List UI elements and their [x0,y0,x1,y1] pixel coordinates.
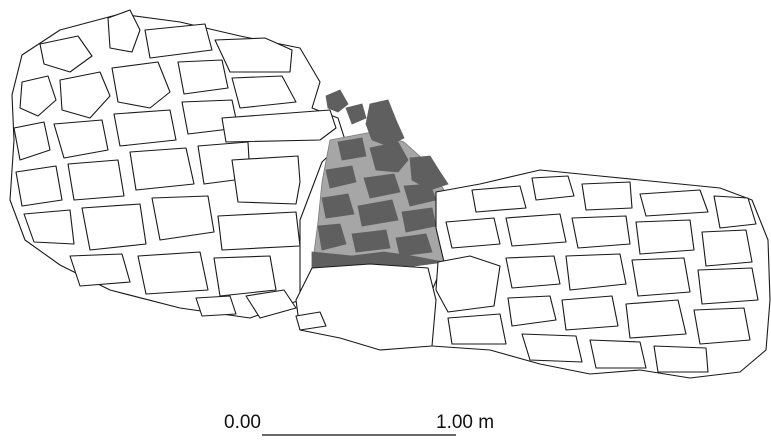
dark-stone [345,103,367,125]
stone [565,253,627,291]
stone [221,109,337,143]
stone [195,295,237,317]
stone [639,189,709,217]
stone [67,159,125,201]
stone [113,109,177,147]
dark-stones [311,89,449,269]
stone [144,23,213,59]
stone [447,313,507,345]
stone [635,219,695,255]
lower-block [295,263,437,351]
dark-stone [369,141,409,173]
stone [137,251,209,295]
dark-stone [363,173,401,199]
stone [129,147,195,191]
dark-stone [365,99,405,147]
stone [625,299,687,339]
stone [571,215,631,249]
stone [81,203,147,251]
stone [69,253,131,287]
stone [111,61,171,109]
scale-end-label: 1.00 m [436,412,494,433]
dark-stone [351,229,391,253]
stone [39,35,93,73]
stone [23,209,75,245]
stone [435,255,501,313]
dark-stone [321,193,355,219]
stone [19,75,57,117]
stone [217,211,301,251]
stone [245,289,297,319]
dark-stone [317,223,347,251]
shaded-infill [311,89,449,269]
foundation-stone [295,263,437,351]
dark-stone [395,233,433,257]
stone [531,175,575,201]
stone [295,311,327,331]
stone [653,345,709,373]
dark-stone [337,137,367,161]
stone [445,217,501,249]
stone [697,267,759,305]
stone [13,121,51,161]
stone [214,37,293,73]
scale-bar: 0.00 1.00 m [224,412,494,436]
dark-stone [357,199,399,227]
dark-stone [325,165,357,189]
left-masonry [9,9,346,319]
stone [213,255,277,297]
dark-stone [325,89,349,113]
stone [15,165,63,207]
stone [471,185,527,213]
right-masonry [427,169,771,379]
stone [589,339,647,369]
stone [151,195,215,241]
stone [53,119,109,159]
stone [701,229,753,267]
scale-start-label: 0.00 [224,412,261,433]
stone [177,59,229,95]
dark-stone [409,155,449,191]
stone [693,307,751,345]
stone [631,257,691,297]
stone [231,155,301,205]
stone [107,9,141,53]
stone [507,295,557,327]
stone [505,255,561,289]
stone [231,75,297,109]
stone [581,181,633,211]
stone [521,333,583,363]
stone [713,195,757,229]
stone [561,295,619,331]
stone [59,71,111,119]
stone [505,213,567,247]
